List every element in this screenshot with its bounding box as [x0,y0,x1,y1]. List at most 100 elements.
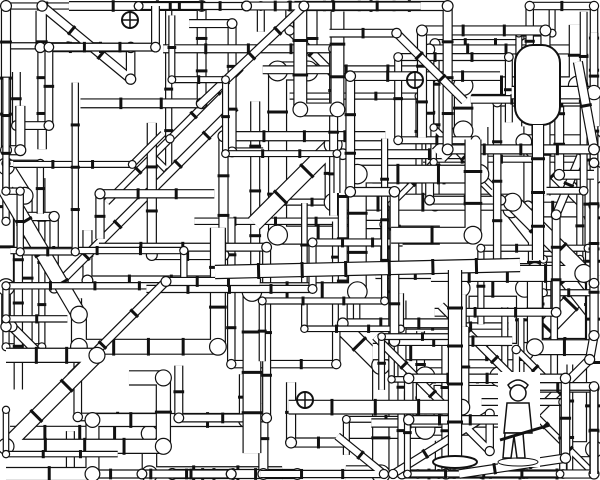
pipe-elbow [165,134,175,144]
pipe-elbow [588,277,600,289]
pipe-coupling [563,181,575,189]
pipe-elbow [588,381,600,392]
plumber-figure [497,372,551,467]
pipe-coupling [561,295,579,312]
pipe-body [6,374,252,480]
pipe-elbow [14,144,27,157]
pipe-elbow [329,101,346,118]
pipe-elbow [285,436,298,449]
plumber-head [509,384,527,402]
pipe-elbow [43,41,55,53]
pipe-elbow [344,70,357,82]
pipe-elbow [160,275,172,287]
pipe-elbow [511,344,522,355]
pipe-elbow [402,469,412,479]
pipe-elbow [154,369,172,387]
pipe-elbow [344,185,357,198]
pipe-elbow [559,452,572,464]
pipe-elbow [331,358,342,370]
pipe-elbow [578,185,589,196]
pipe-elbow [380,296,390,306]
pipe-elbow [539,24,552,37]
pipe-elbow [48,210,60,223]
pipe-elbow [429,123,438,132]
tank [514,44,561,126]
pipe-elbow [221,75,230,85]
pipe-elbow [43,120,55,131]
pipe-elbow [150,41,161,53]
pipe-coupling [112,219,123,230]
pipe-elbow [332,149,342,159]
pipe-elbow [463,225,483,245]
pipe-elbow [167,75,177,85]
pipe-elbow [393,52,404,62]
pipe-coupling [66,25,77,36]
pipe-elbow [484,445,495,457]
pipe-elbow [387,468,399,480]
pipe-elbow [36,0,48,12]
pipe-elbow [476,243,486,253]
pipe-elbow [441,0,454,12]
pipe-elbow [84,466,101,480]
pipe-elbow [550,306,562,318]
pipe-elbow [307,283,318,294]
pipe-coupling [530,364,540,373]
pipe-body [36,2,135,150]
pipe-coupling [399,360,409,370]
wrench-icon [499,423,551,442]
pipe-coupling [272,189,289,205]
pipe-coupling [96,49,106,61]
pipe-elbow [84,412,101,428]
pipe-elbow [257,296,267,306]
pipe-elbow [15,247,25,257]
pipe-elbow [550,209,562,221]
pipe-coupling [189,110,198,120]
pipe-elbow [94,188,106,200]
pipe-coupling [421,448,430,459]
pipe-elbow [72,411,84,423]
pipe-elbow [1,281,11,291]
pipe-elbow [588,157,600,169]
pipe-coupling [246,50,257,61]
pipe-elbow [225,468,237,480]
pipe-elbow [127,159,137,169]
pipe-elbow [154,437,172,455]
pipe-elbow [267,224,289,246]
pipe-elbow [393,135,404,146]
pipe-coupling [173,159,184,170]
pipe-elbow [377,332,387,341]
pipe-elbow [0,0,13,13]
pipe-elbow [559,372,572,385]
pipe-coupling [299,163,315,179]
pipe-elbow [1,405,11,415]
pipe-elbow [124,73,137,85]
pipe-coupling [29,408,44,424]
pipe-elbow [261,241,273,253]
pipe-coupling [59,378,74,393]
pipe-elbow [298,0,310,12]
pipe-elbow [15,186,25,196]
pipe-coupling [489,354,500,365]
pipe-coupling [97,340,108,350]
plumber-legs [502,432,526,459]
pipe-elbow [1,216,11,226]
pipe-elbow [402,372,415,385]
pipe-elbow [415,24,428,37]
pipe-elbow [241,0,253,12]
pipe-elbow [70,247,80,257]
pipe-elbow [503,192,523,212]
pipe-elbow [388,185,401,198]
pipe-elbow [226,18,238,30]
pipe-coupling [356,450,365,460]
pipe-elbow [69,305,88,324]
pipe-elbow [584,353,596,366]
pipe-elbow [387,375,396,384]
pipe-elbow [133,1,144,11]
pipe-elbow [307,237,318,248]
pipe-elbow [292,101,309,118]
pipe-elbow [1,449,11,459]
pipe-elbow [221,149,230,159]
pipe-elbow [588,143,600,156]
